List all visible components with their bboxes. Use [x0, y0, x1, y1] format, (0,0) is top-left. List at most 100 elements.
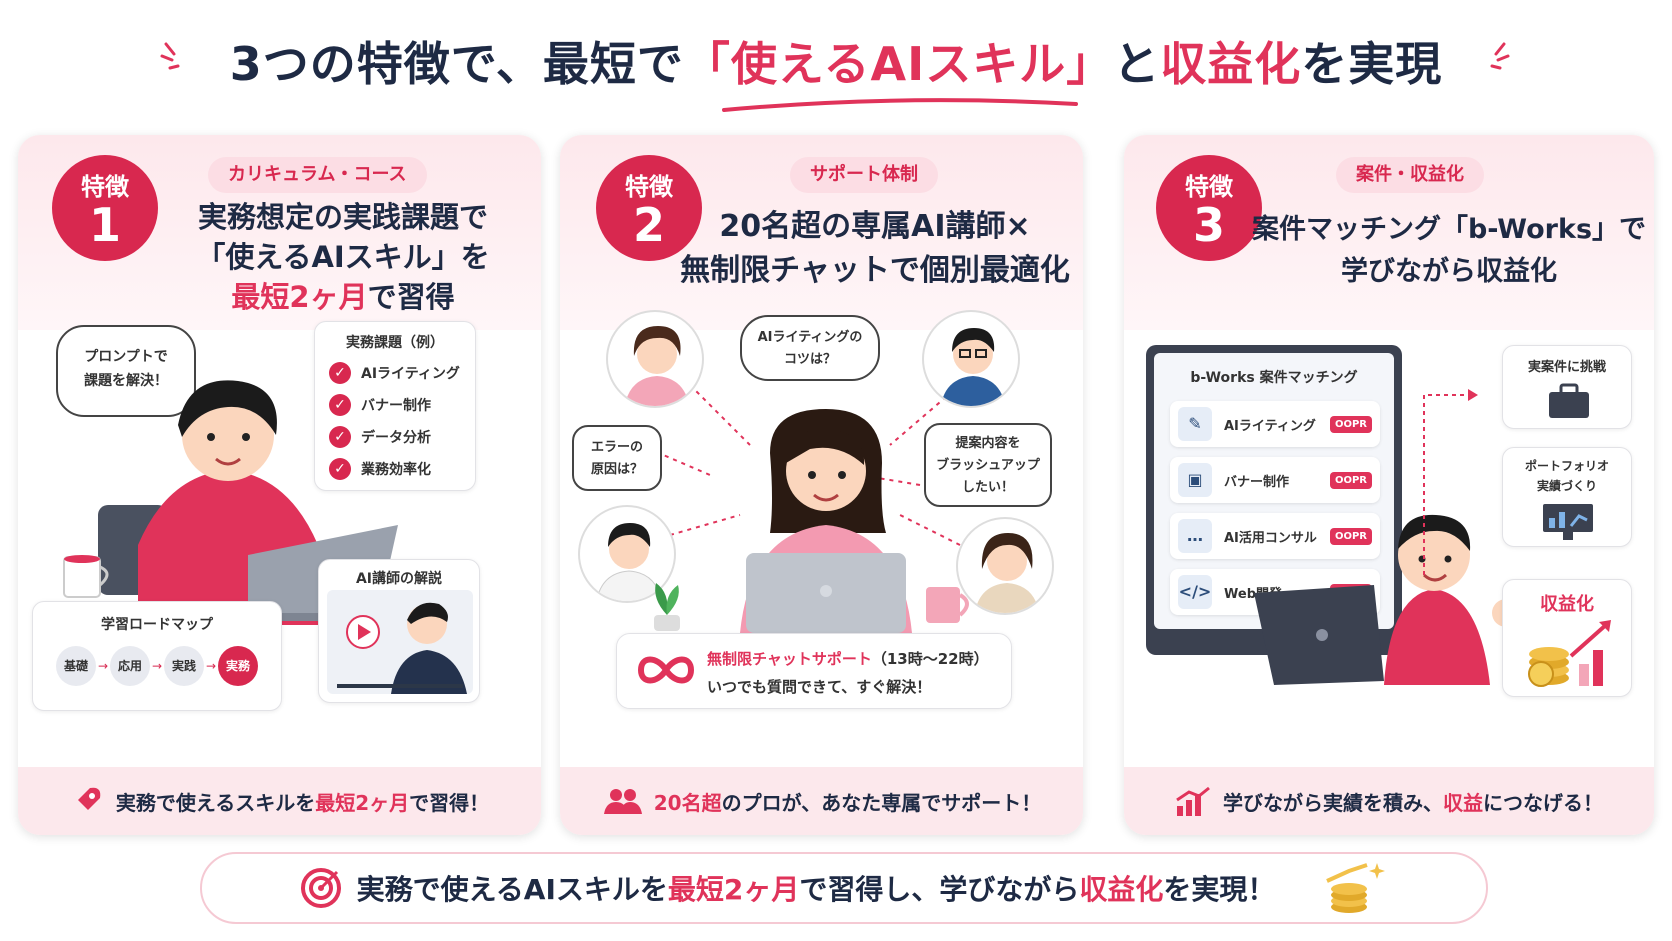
feature-card-3: 特徴 3 案件・収益化 案件マッチング「b-Works」で 学びながら収益化 b… [1124, 135, 1654, 835]
pr-tag: OOPR [1329, 527, 1372, 545]
category-pill: 案件・収益化 [1336, 157, 1484, 193]
arrow-icon: → [205, 659, 217, 673]
video-title: AI講師の解説 [355, 571, 443, 587]
target-icon [300, 868, 341, 908]
coffee-cup-icon [63, 555, 109, 598]
matching-row[interactable]: ▣ バナー制作 OOPR [1170, 457, 1380, 503]
roadmap-step: 実践 [164, 646, 204, 686]
banner-post: を実現！ [1163, 873, 1276, 906]
footer-text-post: で習得！ [409, 790, 490, 815]
badge-label: 特徴 [625, 173, 673, 201]
feature-badge-1: 特徴 1 [52, 155, 158, 261]
matching-label: AI活用コンサル [1224, 530, 1317, 546]
speech-bubble: 提案内容を ブラッシュアップ したい！ [924, 423, 1052, 507]
speech-bubble: AIライティングの コツは？ [740, 315, 880, 381]
instructor-avatar [922, 310, 1020, 408]
badge-number: 3 [1192, 198, 1225, 252]
banner-mid: で習得し、学びながら [799, 873, 1080, 906]
flow-step-label: 実案件に挑戦 [1527, 360, 1606, 375]
check-icon: ✓ [329, 394, 351, 416]
task-label: AIライティング [361, 366, 460, 382]
arrow-icon: → [97, 659, 109, 673]
badge-number: 2 [632, 198, 665, 252]
headline-highlight: 最短2ヶ月 [231, 280, 368, 314]
people-icon [603, 789, 642, 814]
pr-tag: OOPR [1329, 415, 1372, 433]
page-title: 3つの特徴で、最短で「使えるAIスキル」と収益化を実現 [0, 28, 1672, 94]
title-underline [722, 98, 1078, 112]
task-item: ✓ データ分析 [329, 426, 475, 448]
video-illustration[interactable] [327, 590, 473, 694]
flow-step-label: 収益化 [1540, 594, 1594, 615]
support-sub: いつでも質問できて、すぐ解決！ [707, 678, 932, 696]
banner-pre: 実務で使えるAIスキルを [356, 873, 668, 906]
learner-illustration [740, 409, 912, 633]
task-item: ✓ バナー制作 [329, 394, 475, 416]
headline-line-2: 無制限チャットで個別最適化 [680, 253, 1070, 288]
badge-label: 特徴 [81, 173, 129, 201]
arrow-icon: → [151, 659, 163, 673]
instructor-avatar [956, 517, 1054, 615]
title-pre: 3つの特徴で、最短で [229, 37, 684, 91]
sparkle-deco-left [160, 40, 190, 84]
task-item: ✓ AIライティング [329, 362, 475, 384]
title-mid: と [1113, 37, 1161, 91]
flow-connector [1423, 389, 1478, 575]
tasks-box: 実務課題（例） ✓AIライティング ✓バナー制作 ✓データ分析 ✓業務効率化 [314, 321, 476, 491]
footer-text-post: のプロが、あなた専属でサポート！ [721, 790, 1042, 815]
task-label: データ分析 [361, 430, 431, 446]
check-icon: ✓ [329, 426, 351, 448]
code-icon: </> [1178, 575, 1212, 609]
check-icon: ✓ [329, 362, 351, 384]
briefcase-icon [1549, 383, 1589, 418]
category-pill: サポート体制 [790, 157, 938, 193]
speech-bubble: プロンプトで 課題を解決！ [56, 325, 196, 417]
headline-line-2: 学びながら収益化 [1341, 256, 1557, 287]
support-title: 無制限チャットサポート [707, 650, 872, 668]
headline-line-2: 「使えるAIスキル」を [196, 240, 490, 274]
footer-highlight: 収益 [1443, 790, 1483, 815]
card-footer: 20名超のプロが、あなた専属でサポート！ [560, 767, 1083, 835]
support-title-row: 無制限チャットサポート（13時〜22時） [707, 648, 989, 669]
category-pill: カリキュラム・コース [208, 157, 427, 193]
headline-line-1: 案件マッチング「b-Works」で [1251, 214, 1647, 245]
roadmap-step: 応用 [110, 646, 150, 686]
feature-headline: 20名超の専属AI講師× 無制限チャットで個別最適化 [670, 205, 1080, 293]
speech-bubble: エラーの 原因は？ [572, 425, 662, 491]
footer-text-pre: 実務で使えるスキルを [115, 790, 316, 815]
flow-step-label: ポートフォリオ 実績づくり [1524, 459, 1609, 493]
check-icon: ✓ [329, 458, 351, 480]
instructor-avatar [606, 310, 704, 408]
title-post: を実現 [1301, 37, 1443, 91]
title-highlight-monetize: 収益化 [1160, 37, 1302, 91]
feature-card-1: 特徴 1 カリキュラム・コース 実務想定の実践課題で 「使えるAIスキル」を 最… [18, 135, 541, 835]
video-box: AI講師の解説 [318, 559, 480, 703]
coins-growth-icon [1528, 620, 1611, 687]
card-footer: 実務で使えるスキルを最短2ヶ月で習得！ [18, 767, 541, 835]
sparkle-deco-right [1480, 40, 1510, 84]
pr-tag: OOPR [1329, 471, 1372, 489]
footer-highlight: 20名超 [653, 790, 722, 815]
title-highlight-skill: 「使えるAIスキル」 [683, 37, 1114, 91]
earner-illustration [1254, 514, 1520, 685]
headline-line-1: 20名超の専属AI講師× [719, 209, 1031, 244]
feature-badge-3: 特徴 3 [1156, 155, 1262, 261]
banner-text: 実務で使えるAIスキルを最短2ヶ月で習得し、学びながら収益化を実現！ [357, 868, 1276, 908]
monitor-chart-icon [1543, 504, 1593, 540]
task-label: バナー制作 [361, 398, 431, 414]
pen-icon: ✎ [1178, 407, 1212, 441]
tasks-title: 実務課題（例） [346, 335, 444, 351]
plant-icon [654, 583, 680, 631]
chat-support-box: 無制限チャットサポート（13時〜22時） いつでも質問できて、すぐ解決！ [616, 633, 1012, 709]
support-hours: （13時〜22時） [871, 650, 989, 668]
roadmap-box: 学習ロードマップ 基礎→応用→実践→実務 [32, 601, 282, 711]
infinity-icon [637, 656, 695, 684]
image-icon: ▣ [1178, 463, 1212, 497]
flow-step-portfolio: ポートフォリオ 実績づくり [1502, 447, 1632, 547]
matching-label: バナー制作 [1224, 474, 1290, 490]
feature-headline: 実務想定の実践課題で 「使えるAIスキル」を 最短2ヶ月で習得 [158, 197, 528, 317]
roadmap-step: 基礎 [56, 646, 96, 686]
